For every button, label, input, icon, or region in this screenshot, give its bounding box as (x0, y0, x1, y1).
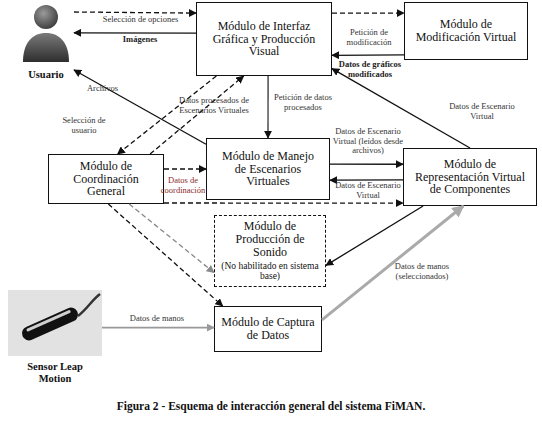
solid-arrow (322, 206, 463, 320)
photo-background (8, 290, 102, 356)
node-title: Módulo de Producción de Sonido (221, 220, 319, 259)
node-title: Sensor Leap Motion (24, 361, 86, 384)
node-title: Módulo de Manejo de Escenarios Virtuales (215, 150, 321, 189)
module-box: Módulo de Coordinación General (48, 154, 164, 204)
solid-arrow (102, 327, 214, 329)
node-title: Módulo de Coordinación General (57, 160, 155, 199)
module-box: Módulo de Captura de Datos (214, 306, 322, 352)
solid-arrow (332, 54, 404, 56)
edge-label: Imágenes (110, 35, 170, 45)
node-title: Usuario (28, 69, 64, 80)
module-box: Módulo de Representación Virtual de Comp… (403, 148, 537, 206)
edge-label: Datos de coordinación (160, 176, 206, 195)
sensor-edge (26, 310, 71, 332)
node-title: Módulo de Representación Virtual de Comp… (410, 158, 530, 197)
dashed-arrow (118, 76, 217, 154)
edge-label: Selección de opciones (88, 15, 193, 25)
solid-arrow (74, 32, 196, 34)
node-note: (No habilitado en sistema base) (221, 261, 319, 282)
user-head (34, 5, 58, 29)
module-box: Módulo de Interfaz Gráfica y Producción … (196, 2, 332, 76)
edge-label: Datos de Escenario Virtual (334, 181, 402, 200)
solid-arrow (330, 163, 403, 165)
leap-motion-photo (8, 290, 102, 356)
dashed-arrow (74, 12, 196, 13)
dashed-arrow (164, 168, 206, 169)
edge-label: Datos procesados de Escenarios Virtuales (178, 96, 250, 115)
edge-label: Datos de gráficos modificados (338, 60, 402, 79)
edge-label: Selección de usuario (56, 116, 112, 135)
dashed-arrow (164, 202, 403, 203)
sensor-device (20, 305, 81, 342)
module-box: Módulo de Modificación Virtual (404, 2, 528, 60)
edge-label: Datos de manos (seleccionados) (386, 262, 458, 281)
node-title: Módulo de Captura de Datos (221, 316, 315, 342)
dashed-arrow (108, 204, 222, 306)
edge-label: Petición de datos procesados (272, 93, 334, 112)
edge-label: Datos de Escenario Virtual (leídos desde… (332, 127, 404, 156)
figure-caption: Figura 2 - Esquema de interacción genera… (0, 400, 542, 412)
dashed-arrow (332, 12, 404, 13)
sensor-cable (78, 294, 100, 316)
edge-label: Archivos (80, 84, 125, 94)
actor-icon: Usuario (18, 0, 74, 80)
sensor-device: Sensor Leap Motion (8, 290, 102, 384)
edge-label: Datos de manos (112, 314, 202, 324)
node-title: Módulo de Modificación Virtual (413, 18, 519, 44)
edge-label: Datos de Escenario Virtual (446, 102, 518, 121)
user-icon (23, 5, 69, 62)
edge-label: Petición de modificación (336, 28, 402, 47)
disabled-module-box: Módulo de Producción de Sonido(No habili… (214, 215, 326, 287)
user-body (23, 33, 69, 62)
dashed-arrow (129, 204, 214, 273)
solid-arrow (267, 76, 268, 138)
node-title: Módulo de Interfaz Gráfica y Producción … (205, 20, 323, 59)
dashed-arrow (150, 76, 244, 154)
module-box: Módulo de Manejo de Escenarios Virtuales (206, 138, 330, 200)
solid-arrow (326, 206, 423, 265)
